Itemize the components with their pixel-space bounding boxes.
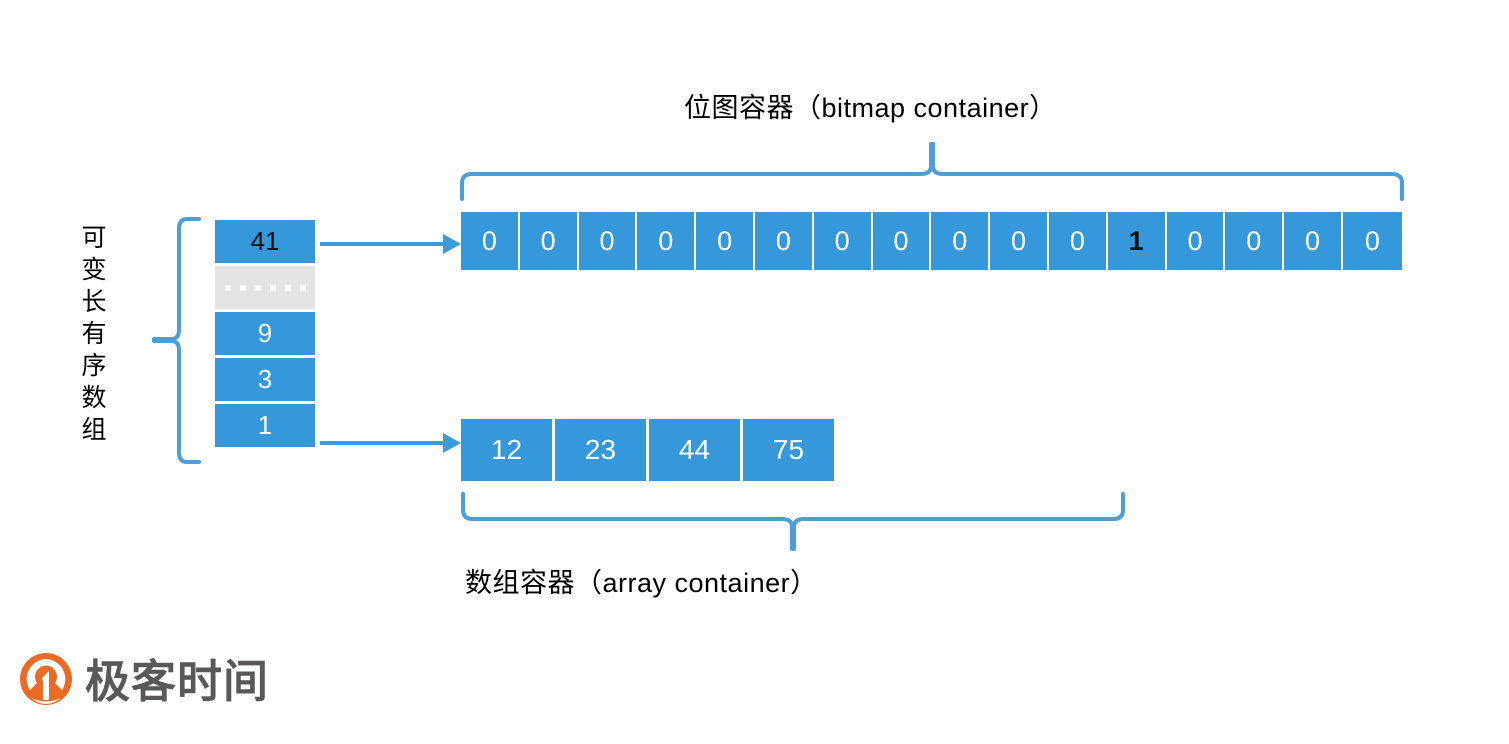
- array-brace-icon: [461, 492, 1125, 551]
- bitmap-cell-1: 0: [519, 212, 579, 270]
- bitmap-cell-13: 0: [1225, 212, 1285, 270]
- bitmap-container-title: 位图容器（bitmap container）: [684, 93, 1057, 123]
- ellipsis-dots-icon: [224, 284, 306, 291]
- sorted-array-brace-icon: [152, 217, 201, 464]
- bitmap-cell-7: 0: [872, 212, 932, 270]
- geektime-pin-icon: [20, 653, 72, 705]
- sorted-array-label-char-6: 组: [81, 416, 107, 444]
- sorted-array-cell-1: 1: [215, 404, 315, 450]
- sorted-array-label-char-1: 变: [81, 256, 107, 284]
- bitmap-cell-9: 0: [990, 212, 1049, 270]
- sorted-array-label: 可变长有序数组: [78, 222, 110, 446]
- bitmap-cell-5: 0: [754, 212, 814, 270]
- sorted-array-label-char-5: 数: [81, 384, 107, 412]
- sorted-array-label-char-0: 可: [81, 224, 107, 252]
- bitmap-brace-icon: [460, 142, 1404, 201]
- bitmap-cell-3: 0: [637, 212, 697, 270]
- arrow-to-array-icon: [320, 433, 461, 453]
- brand-logo: 极客时间: [18, 650, 269, 712]
- bitmap-cell-15: 0: [1342, 212, 1402, 270]
- sorted-array-label-char-2: 长: [81, 288, 107, 316]
- bitmap-cell-10: 0: [1048, 212, 1108, 270]
- brand-logo-text: 极客时间: [85, 655, 270, 707]
- sorted-array-ellipsis-cell: [215, 266, 315, 312]
- arrow-to-bitmap-icon: [320, 234, 461, 254]
- bitmap-cell-2: 0: [578, 212, 638, 270]
- array-cell-3: 75: [743, 419, 837, 481]
- bitmap-cell-12: 0: [1166, 212, 1226, 270]
- array-container-title: 数组容器（array container）: [465, 568, 818, 598]
- bitmap-cell-11: 1: [1107, 212, 1167, 270]
- bitmap-cell-0: 0: [461, 212, 520, 270]
- sorted-array-label-char-4: 序: [81, 352, 107, 380]
- bitmap-cell-8: 0: [931, 212, 991, 270]
- bitmap-cell-4: 0: [696, 212, 755, 270]
- sorted-array-label-char-3: 有: [81, 320, 107, 348]
- bitmap-cell-6: 0: [813, 212, 873, 270]
- array-cell-0: 12: [461, 419, 555, 481]
- sorted-array-cell-9: 9: [215, 312, 315, 358]
- array-cell-2: 44: [649, 419, 743, 481]
- bitmap-cell-14: 0: [1284, 212, 1343, 270]
- array-cell-1: 23: [555, 419, 649, 481]
- sorted-array-cell-3: 3: [215, 358, 315, 404]
- sorted-array-cell-41: 41: [215, 220, 315, 266]
